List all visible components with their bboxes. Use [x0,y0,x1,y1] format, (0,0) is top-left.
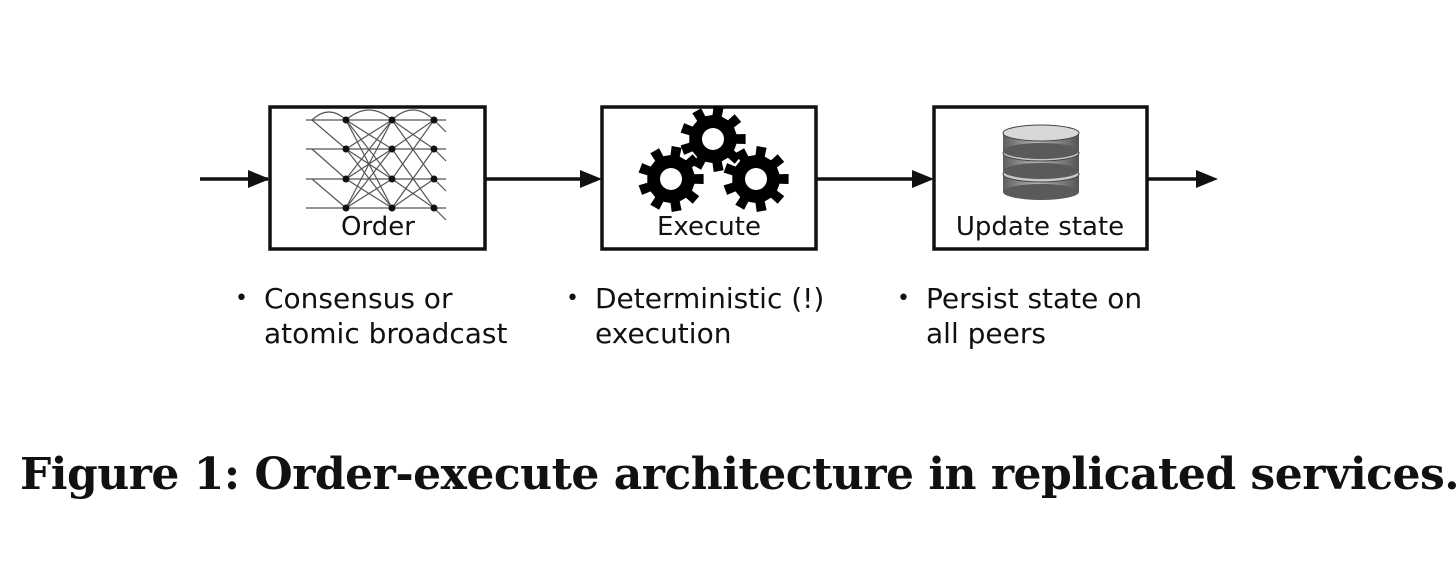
update-state-box: Update state [932,105,1149,251]
gears-icon [638,106,789,212]
update-state-bullet-line-2: all peers [926,317,1046,350]
execute-box: Execute [600,105,818,251]
bullet-dot: • [897,286,910,311]
order-to-execute-arrowhead [580,170,602,188]
network-icon [306,109,447,221]
output-arrowhead [1196,170,1218,188]
bullet-dot: • [235,286,248,311]
gear-top-hole [702,128,724,150]
update-state-bullet: • Persist state on all peers [897,281,1143,351]
input-arrowhead [248,170,270,188]
gear-left-hole [660,168,682,190]
update-state-bullet-line-1: Persist state on [926,282,1143,315]
arrows [200,170,1218,188]
execute-bullet-line-2: execution [595,317,732,350]
update-state-label: Update state [956,212,1124,242]
network-nodes [342,116,438,212]
execute-bullet-line-1: Deterministic (!) [595,282,825,315]
order-bullet-line-2: atomic broadcast [264,317,508,350]
order-box: Order [268,105,487,251]
database-icon [1002,124,1080,200]
execute-label: Execute [657,212,761,242]
order-bullet-line-1: Consensus or [264,282,453,315]
order-execute-diagram: Order Execute Update state [200,105,1218,251]
execute-bullet: • Deterministic (!) execution [566,281,825,351]
execute-to-update-arrowhead [912,170,934,188]
bullet-dot: • [566,286,579,311]
gear-right-hole [745,168,767,190]
order-bullet: • Consensus or atomic broadcast [235,281,508,351]
order-label: Order [341,212,415,242]
figure-caption: Figure 1: Order-execute architecture in … [20,449,1456,500]
